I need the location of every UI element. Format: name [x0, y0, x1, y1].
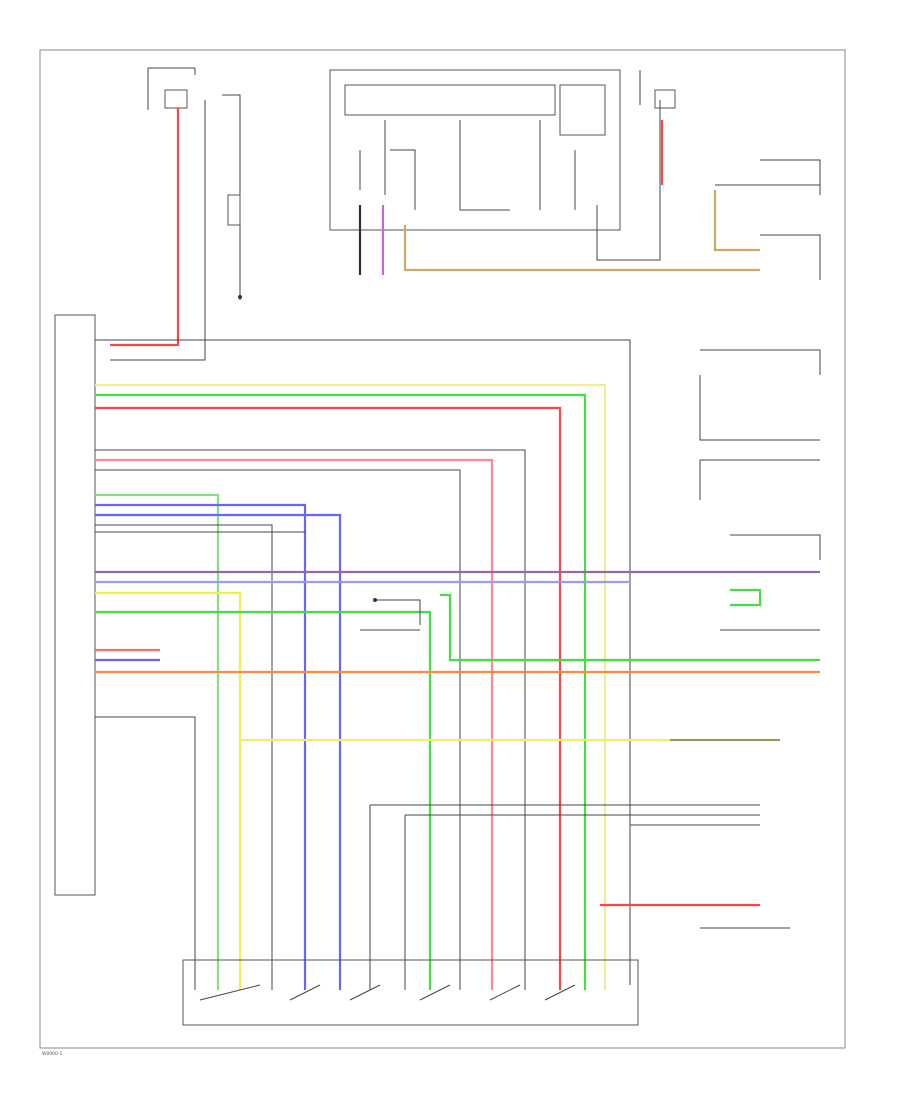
connector-group-right — [670, 349, 821, 929]
wire-power-red — [110, 108, 180, 347]
wire-tan-top — [403, 225, 760, 272]
joint-connector-top — [227, 194, 242, 299]
center-connector — [360, 598, 421, 631]
connector-group-right-top — [713, 159, 821, 280]
ecu-module-left — [54, 314, 96, 896]
diagram-border — [39, 49, 846, 1049]
bottom-connector-block — [182, 805, 639, 1026]
control-unit-box — [329, 69, 760, 275]
fuse-block-left — [110, 67, 241, 361]
main-harness — [95, 339, 820, 990]
fuse-block-right — [639, 70, 676, 185]
footer-code: W0000-1 — [42, 1051, 63, 1057]
